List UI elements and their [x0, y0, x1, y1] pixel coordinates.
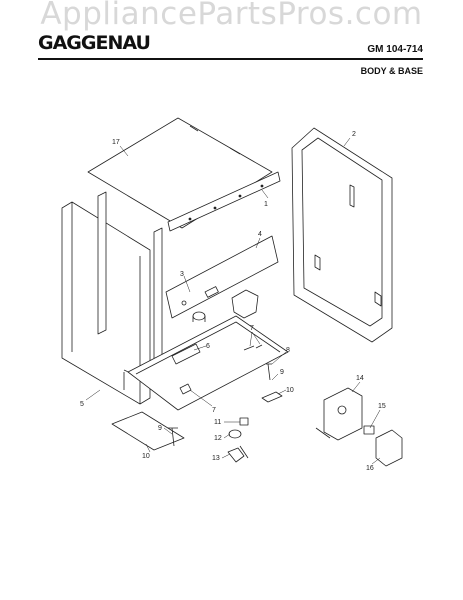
- callout-6: 6: [206, 343, 210, 350]
- watermark-text: AppliancePartsPros.com: [40, 0, 423, 32]
- callout-9-left: 9: [158, 425, 162, 432]
- hinge-bracket: [231, 289, 259, 319]
- callout-14: 14: [356, 375, 364, 382]
- callout-5: 5: [80, 401, 84, 408]
- callout-10-left: 10: [142, 453, 150, 460]
- part-1-trim-strip: [167, 171, 281, 232]
- section-title: BODY & BASE: [360, 66, 423, 76]
- callout-7-top: 7: [250, 325, 254, 332]
- callout-15: 15: [378, 403, 386, 410]
- part-9-foot: [168, 427, 178, 447]
- part-4-control-panel: [165, 235, 279, 319]
- part-2-rear-frame: [291, 127, 393, 343]
- callout-7-bottom: 7: [212, 407, 216, 414]
- callout-2: 2: [352, 131, 356, 138]
- part-7-clips: [179, 344, 263, 395]
- callout-1: 1: [264, 201, 268, 208]
- base-frame: [127, 315, 289, 411]
- part-17-top-cover: [87, 117, 273, 229]
- part-3-knob: [192, 311, 206, 322]
- leader-lines: [85, 137, 381, 465]
- part-8-screw: [266, 363, 272, 381]
- part-6-bracket: [171, 343, 201, 365]
- part-10-rail: [111, 391, 283, 451]
- model-number: GM 104-714: [367, 44, 423, 55]
- callout-3: 3: [180, 271, 184, 278]
- callout-8: 8: [286, 347, 290, 354]
- header-divider: [38, 58, 423, 60]
- callout-17: 17: [112, 139, 120, 146]
- part-11-12-13-components: [227, 417, 249, 463]
- callout-10-right: 10: [286, 387, 294, 394]
- frame-uprights: [97, 191, 163, 390]
- part-16-housing: [375, 429, 403, 467]
- callout-13: 13: [212, 455, 220, 462]
- part-15-connector: [363, 425, 375, 435]
- callout-12: 12: [214, 435, 222, 442]
- callout-4: 4: [258, 231, 262, 238]
- brand-logo: GAGGENAU: [38, 32, 151, 54]
- callout-9-right: 9: [280, 369, 284, 376]
- callout-16: 16: [366, 465, 374, 472]
- callout-11: 11: [214, 419, 221, 426]
- part-14-pump-assembly: [315, 387, 363, 441]
